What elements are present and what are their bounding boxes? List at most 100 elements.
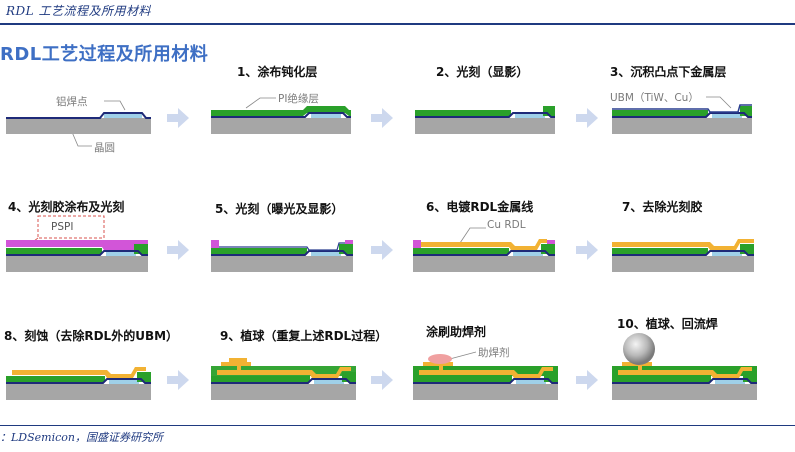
pi-leader [245,97,276,109]
ubm-layer [219,242,345,251]
al-pad [109,379,139,384]
ball-pad [229,358,247,362]
stack-step-10 [612,333,757,400]
ubm-layer [612,104,752,113]
stack-step-4 [6,240,148,272]
al-pad [712,113,742,118]
passivation-line [413,378,558,384]
cu-rdl-layer [421,239,547,250]
ubm-callout: UBM（TiW、Cu） [610,92,699,104]
pi-layer-right [541,244,555,254]
pi-layer-1-left [612,376,711,382]
pspi-layer [6,240,148,250]
wafer-layer [6,384,151,400]
step-8-label: 8、刻蚀（去除RDL外的UBM） [4,329,179,343]
al-pad [314,379,344,384]
cu-rdl-layer-1 [217,367,351,378]
cu-rdl-leader [459,227,486,244]
wafer-layer [612,256,754,272]
pi-layer-callout: PI绝缘层 [278,93,319,105]
cu-rdl-layer-2 [423,362,453,370]
passivation-line [211,112,351,118]
stack-step-8 [6,367,151,400]
stack-initial [6,112,151,134]
stack-step-1 [211,106,351,134]
ubm-leader [706,96,732,109]
step-7-label: 7、去除光刻胶 [622,200,703,214]
passivation-line [6,250,148,256]
al-pad [311,113,341,118]
footer-rule [0,425,795,426]
step-3-label: 3、沉积凸点下金属层 [610,65,727,79]
pi-layer-right [137,372,151,382]
stack-step-6 [413,239,555,272]
passivation-line [211,250,353,256]
step-5-label: 5、光刻（曝光及显影） [215,202,344,216]
pi-layer-1-left [211,376,310,382]
flow-arrow-icon [576,370,598,390]
passivation-line [612,378,757,384]
pi-layer-left [413,248,509,254]
passivation-line [413,250,555,256]
pi-layer-left [612,248,708,254]
flux-callout: 助焊剂 [478,347,510,359]
al-pad [104,113,142,118]
wafer-callout: 晶圆 [94,142,115,154]
cu-rdl-callout: Cu RDL [487,219,526,231]
flow-arrow-icon [167,240,189,260]
al-pad-leader [104,100,126,111]
al-pad [712,251,742,256]
step-4-label: 4、光刻胶涂布及光刻 [8,200,125,214]
pi-layer-right [339,244,353,254]
header-rule [0,23,795,25]
wafer-layer [612,118,752,134]
pi-layer-right [134,244,148,254]
al-pad [106,251,136,256]
pspi-left [413,240,421,248]
pi-layer [211,106,351,116]
al-pad [311,251,341,256]
step-6-label: 6、电镀RDL金属线 [426,200,534,214]
pi-layer-left [612,110,708,116]
step-flux-label: 涂刷助焊剂 [426,325,487,339]
step-2-label: 2、光刻（显影） [436,65,529,79]
wafer-layer [211,384,356,400]
pi-layer-right [740,244,754,254]
step-9-label: 9、植球（重复上述RDL过程） [220,329,388,343]
wafer-layer [413,384,558,400]
step-10-label: 10、植球、回流焊 [617,317,718,331]
al-pad [515,113,545,118]
passivation-line [612,250,754,256]
solder-ball [623,333,655,365]
wafer-layer [211,256,353,272]
pi-layer-left [6,248,102,254]
pi-layer-left [211,248,307,254]
passivation-line [415,112,555,118]
cu-rdl-layer-1 [618,367,752,378]
stack-step-7 [612,239,754,272]
flow-arrow-icon [576,240,598,260]
pi-layer-1-left [413,376,512,382]
flow-arrow-icon [371,240,393,260]
flux-blob [428,354,452,364]
flow-arrow-icon [576,108,598,128]
passivation-line [6,378,151,384]
pspi-callout: PSPI [51,221,74,233]
flow-arrow-icon [167,370,189,390]
cu-rdl-layer-2 [221,362,251,370]
wafer-layer [6,118,151,134]
pspi-right [547,240,555,244]
wafer-layer [415,118,555,134]
wafer-layer [6,256,148,272]
cu-rdl-layer [612,239,754,250]
pspi-left [211,240,219,248]
wafer-layer [612,384,757,400]
al-pad [715,379,745,384]
stack-step-3 [612,104,752,134]
wafer-layer [413,256,555,272]
pspi-right [345,240,353,244]
al-pad-callout: 铝焊点 [56,96,88,108]
wafer-leader [71,131,92,147]
al-pad [513,251,543,256]
header-title: RDL 工艺流程及所用材料 [6,4,151,18]
